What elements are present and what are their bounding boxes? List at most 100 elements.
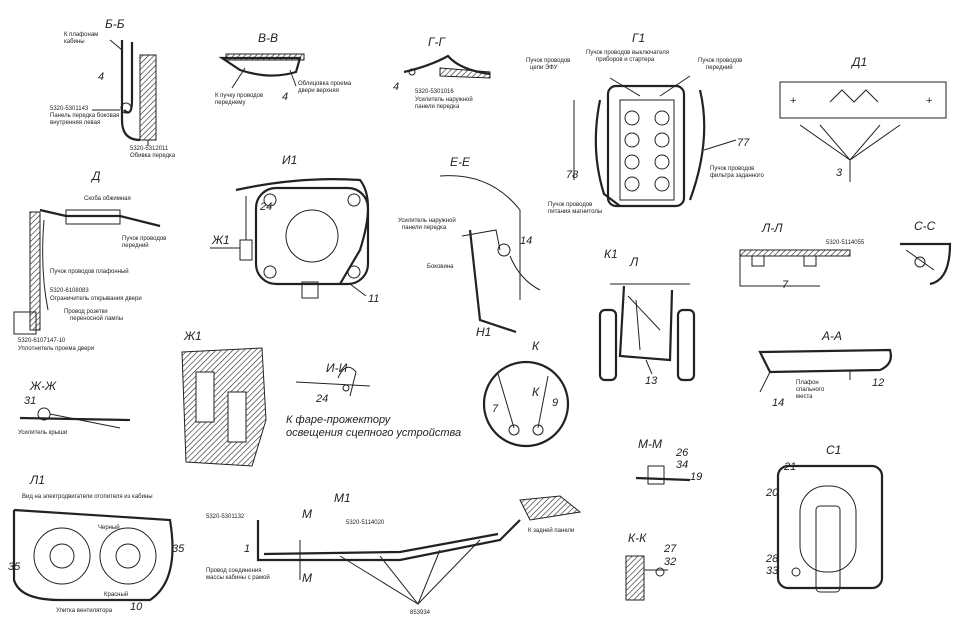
view-g1-label1: Пучок проводов выключателя <box>586 50 669 56</box>
view-c1-num28: 28 <box>765 553 779 565</box>
view-g1-label3: Пучок проводов <box>698 58 742 64</box>
view-m1-title: М1 <box>334 491 351 505</box>
view-bb-label3b: внутренняя левая <box>50 120 100 126</box>
view-gg: Г-Г 4 5320-5301016 Усилитель наружной па… <box>393 35 491 110</box>
view-g1-label1b: приборов и стартера <box>596 57 655 63</box>
view-kk-title: К-К <box>628 531 647 545</box>
view-d-label8: Уплотнитель проема двери <box>18 346 94 352</box>
view-aa-num14: 14 <box>772 397 784 409</box>
view-c1-num20: 20 <box>765 487 779 499</box>
view-ii-label1: К фаре-прожектору <box>286 414 392 426</box>
view-gg-label2: Усилитель наружной <box>415 96 473 103</box>
view-ee-label1b: панели передка <box>402 225 447 231</box>
view-m1-label4: К задней панели <box>528 527 574 534</box>
view-aa-label1b: спального <box>796 387 825 393</box>
view-c1-num21: 21 <box>783 461 796 473</box>
view-ll: Л-Л 5320-5114055 7 <box>739 221 865 291</box>
view-g1-num78: 78 <box>566 169 579 181</box>
view-n1-k-mid: К <box>532 385 540 399</box>
view-bb-num4: 4 <box>98 71 104 83</box>
view-ii-title: И-И <box>326 361 348 375</box>
view-vv-num4: 4 <box>282 91 288 103</box>
view-m1-label3b: массы кабины с рамой <box>206 574 270 581</box>
view-d1-panel <box>779 81 947 119</box>
view-vv-label2b: двери верхняя <box>298 88 339 94</box>
view-g1-label4b: фильтра заданного <box>710 173 764 179</box>
view-cc-title: С-С <box>914 219 936 233</box>
view-g1: Г1 Пучок проводов выключателя приборов и… <box>526 31 764 215</box>
view-zh1: Ж1 <box>181 329 267 467</box>
view-ee-num14: 14 <box>520 235 532 247</box>
view-ii: И-И 24 К фаре-прожектору освещения сцепн… <box>286 361 461 439</box>
view-d-label7: 5320-6107147-10 <box>18 338 66 344</box>
view-vv: В-В К пучку проводов переднему Облицовка… <box>215 31 352 106</box>
view-d-label5: Ограничитель открывания двери <box>50 296 142 302</box>
view-vv-label1b: переднему <box>215 100 245 106</box>
view-n1-num9: 9 <box>552 397 558 409</box>
view-ll-label1: 5320-5114055 <box>826 240 865 246</box>
view-i1: И1 24 11 <box>235 153 379 305</box>
view-ii-num24: 24 <box>315 393 328 405</box>
view-n1-lamp <box>482 360 570 448</box>
view-l1-num10: 10 <box>130 601 143 613</box>
view-m1-m-top: М <box>302 507 312 521</box>
view-d-label1: Скоба обжимная <box>84 196 131 202</box>
view-m1-label5: 853934 <box>410 610 431 616</box>
view-zhzh-num31: 31 <box>24 395 36 407</box>
view-g1-label2b: цепи ЭФУ <box>530 65 558 71</box>
view-g1-num77: 77 <box>737 137 750 149</box>
view-ee-title: Е-Е <box>450 155 471 169</box>
view-l1-label3: Красный <box>104 591 128 598</box>
view-mm: М-М 26 34 19 <box>635 437 702 485</box>
view-i1-title: И1 <box>282 153 297 167</box>
view-zh1-title: Ж1 <box>183 329 202 343</box>
view-bb-title: Б-Б <box>105 17 125 31</box>
svg-text:+: + <box>926 95 932 107</box>
view-d-title: Д <box>90 169 101 183</box>
view-gg-title: Г-Г <box>428 35 447 49</box>
view-c1: С1 21 20 28 33 <box>765 443 884 593</box>
view-d-label2b: передний <box>122 242 149 249</box>
view-l1: Л1 Вид на электродвигатели отопителя из … <box>8 473 185 614</box>
zh1-ref-title: Ж1 <box>211 233 230 247</box>
view-bb-label2: 5320-5301143 <box>50 106 89 112</box>
view-gg-label2b: панели передка <box>415 104 460 110</box>
view-l1-label4: Улитка вентилятора <box>56 608 113 614</box>
view-vv-title: В-В <box>258 31 278 45</box>
view-c1-plate <box>776 464 884 590</box>
view-bb-label1: К плафонам <box>64 32 98 38</box>
view-kk: К-К 27 32 <box>625 531 677 601</box>
view-cc: С-С <box>900 219 952 286</box>
view-k1-title: К1 <box>604 247 618 261</box>
view-k1: К1 Л 13 <box>598 247 696 387</box>
view-bb-label4: 5320-5312011 <box>130 146 169 152</box>
view-zhzh-title: Ж-Ж <box>29 379 57 393</box>
view-g1-label2: Пучок проводов <box>526 58 570 64</box>
view-g1-fuses <box>624 110 670 192</box>
view-bb-label5: Обивка передка <box>130 153 176 159</box>
view-n1-title: Н1 <box>476 325 491 339</box>
view-mm-title: М-М <box>638 437 662 451</box>
view-ll-num7: 7 <box>782 279 789 291</box>
svg-text:+: + <box>790 95 796 107</box>
view-i1-body <box>254 186 370 286</box>
view-g1-fuse-box <box>606 84 686 208</box>
view-aa-title: А-А <box>821 329 842 343</box>
view-l1-num35a: 35 <box>8 561 21 573</box>
view-i1-num11: 11 <box>368 293 379 305</box>
view-mm-num34: 34 <box>676 459 688 471</box>
view-d-label3: Пучок проводов плафонный <box>50 268 129 275</box>
view-n1-k-top: К <box>532 339 540 353</box>
view-d1-num3: 3 <box>836 167 843 179</box>
view-d: Д Скоба обжимная Пучок проводов передний… <box>13 169 166 352</box>
view-d1: Д1 + + 3 <box>779 55 947 182</box>
view-aa-num12: 12 <box>872 377 884 389</box>
view-c1-num33: 33 <box>766 565 779 577</box>
view-g1-label5b: питания магнитолы <box>548 209 602 215</box>
view-ii-label2: освещения сцепного устройства <box>286 427 461 439</box>
view-g1-label3b: передний <box>706 64 733 71</box>
view-d-label4: 5320-6108083 <box>50 288 89 294</box>
view-m1: М1 5320-5301132 5320-5114020 М М 1 Прово… <box>206 491 582 616</box>
